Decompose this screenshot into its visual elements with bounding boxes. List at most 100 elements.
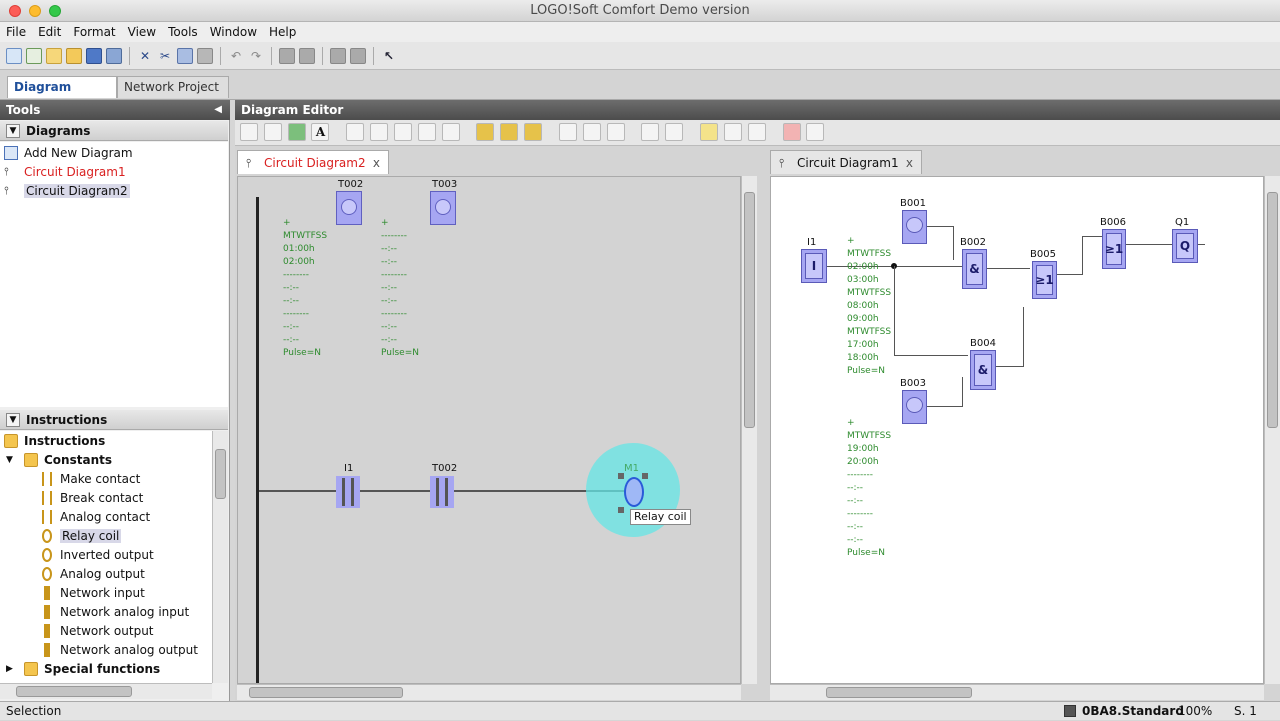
or-block-b005[interactable]: ≥1 [1032, 261, 1057, 299]
chevron-down-icon[interactable]: ▼ [6, 124, 20, 138]
tree-item-make-contact[interactable]: Make contact [40, 470, 140, 489]
menu-view[interactable]: View [127, 25, 157, 39]
tree-item-analog-output[interactable]: Analog output [40, 565, 145, 584]
and-block-b002[interactable]: & [962, 249, 987, 289]
single-view-icon[interactable] [558, 123, 577, 141]
align-center-icon[interactable] [370, 123, 389, 141]
maximize-window-icon[interactable] [49, 5, 61, 17]
split-view-icon[interactable] [582, 123, 601, 141]
left-diagram-vertical-scrollbar[interactable] [741, 176, 757, 684]
open-file-icon[interactable] [66, 47, 82, 64]
menu-help[interactable]: Help [269, 25, 297, 39]
menu-tools[interactable]: Tools [168, 25, 198, 39]
instructions-horizontal-scrollbar[interactable] [0, 683, 212, 699]
upload-icon[interactable] [299, 47, 315, 64]
paste-icon[interactable] [197, 47, 213, 64]
connect-tool-icon[interactable] [263, 123, 282, 141]
delete-icon[interactable]: ✕ [139, 48, 151, 63]
tree-item-relay-coil[interactable]: Relay coil [40, 527, 122, 546]
chevron-down-icon[interactable]: ▼ [6, 413, 20, 427]
redo-icon[interactable]: ↷ [250, 48, 262, 63]
make-contact-t002[interactable] [430, 476, 454, 508]
diagram-item-circuit-diagram2[interactable]: ⫯ Circuit Diagram2 [4, 182, 130, 201]
scroll-thumb[interactable] [1267, 192, 1278, 428]
collapse-panel-icon[interactable]: ◀ [214, 104, 222, 115]
and-block-b004[interactable]: & [970, 350, 996, 390]
make-contact-i1[interactable] [336, 476, 360, 508]
scroll-thumb[interactable] [249, 687, 403, 698]
tree-instructions-root[interactable]: Instructions [4, 432, 105, 451]
tree-special-functions[interactable]: ▶ Special functions [4, 660, 160, 679]
align-top-icon[interactable] [393, 123, 412, 141]
gf-block-icon[interactable] [500, 123, 519, 141]
timer-block-b003[interactable] [902, 390, 927, 424]
help-pointer-icon[interactable]: ↖ [383, 48, 395, 63]
tree-item-analog-contact[interactable]: Analog contact [40, 508, 150, 527]
timer-block-t003[interactable] [430, 191, 456, 225]
scroll-thumb[interactable] [744, 192, 755, 428]
minimize-window-icon[interactable] [29, 5, 41, 17]
scroll-thumb[interactable] [826, 687, 972, 698]
highlight-icon[interactable] [700, 123, 719, 141]
left-diagram-horizontal-scrollbar[interactable] [237, 684, 741, 700]
align-left-icon[interactable] [346, 123, 365, 141]
add-new-diagram-item[interactable]: Add New Diagram [4, 144, 133, 163]
reconnect-icon[interactable] [806, 123, 825, 141]
tab-circuit-diagram1[interactable]: ⫯ Circuit Diagram1 x [770, 150, 922, 174]
save-icon[interactable] [86, 47, 102, 64]
menu-window[interactable]: Window [209, 25, 258, 39]
align-bottom-icon[interactable] [441, 123, 460, 141]
selection-handle[interactable] [642, 473, 648, 479]
cut-icon[interactable]: ✂ [159, 48, 171, 63]
tree-item-break-contact[interactable]: Break contact [40, 489, 143, 508]
close-tab-icon[interactable]: x [905, 156, 913, 170]
align-middle-icon[interactable] [417, 123, 436, 141]
timer-block-b001[interactable] [902, 210, 927, 244]
co-block-icon[interactable] [476, 123, 495, 141]
right-diagram-vertical-scrollbar[interactable] [1264, 176, 1280, 684]
close-window-icon[interactable] [9, 5, 21, 17]
selection-handle[interactable] [618, 507, 624, 513]
new-menu-icon[interactable] [26, 47, 42, 64]
instructions-vertical-scrollbar[interactable] [212, 431, 228, 683]
tree-item-inverted-output[interactable]: Inverted output [40, 546, 154, 565]
timer-block-t002[interactable] [336, 191, 362, 225]
right-diagram-horizontal-scrollbar[interactable] [770, 684, 1264, 700]
diagram-item-circuit-diagram1[interactable]: ⫯ Circuit Diagram1 [4, 163, 126, 182]
new-file-icon[interactable] [6, 47, 22, 64]
scroll-thumb[interactable] [215, 449, 226, 499]
circuit-diagram2-canvas[interactable]: T002 T003 + MTWTFSS 01:00h 02:00h ------… [237, 176, 741, 684]
relay-coil-m1[interactable] [624, 477, 644, 507]
text-tool-icon[interactable]: A [311, 123, 330, 141]
menu-edit[interactable]: Edit [38, 25, 62, 39]
tab-circuit-diagram2[interactable]: ⫯ Circuit Diagram2 x [237, 150, 389, 174]
constants-tool-icon[interactable] [287, 123, 306, 141]
cut-connection-icon[interactable] [782, 123, 801, 141]
select-tool-icon[interactable] [240, 123, 258, 141]
tree-item-network-analog-input[interactable]: Network analog input [40, 603, 189, 622]
tree-item-network-input[interactable]: Network input [40, 584, 145, 603]
or-block-b006[interactable]: ≥1 [1102, 229, 1126, 269]
instructions-section-header[interactable]: ▼ Instructions [0, 410, 228, 430]
tree-item-network-output[interactable]: Network output [40, 622, 154, 641]
zoom-in-icon[interactable] [641, 123, 660, 141]
chevron-right-icon[interactable]: ▶ [6, 664, 13, 674]
tab-network-project[interactable]: Network Project [117, 76, 229, 98]
sf-block-icon[interactable] [524, 123, 543, 141]
selection-handle[interactable] [618, 473, 624, 479]
online-test-icon[interactable] [330, 47, 346, 64]
chevron-down-icon[interactable]: ▼ [6, 455, 13, 465]
triple-view-icon[interactable] [606, 123, 625, 141]
zoom-out-icon[interactable] [665, 123, 684, 141]
simulation-icon[interactable] [350, 47, 366, 64]
undo-icon[interactable]: ↶ [230, 48, 242, 63]
copy-icon[interactable] [177, 47, 193, 64]
scroll-thumb[interactable] [16, 686, 132, 697]
close-tab-icon[interactable]: x [372, 156, 380, 170]
menu-format[interactable]: Format [73, 25, 116, 39]
tree-item-network-analog-output[interactable]: Network analog output [40, 641, 198, 660]
block-list-icon[interactable] [747, 123, 766, 141]
output-block-q1[interactable]: Q [1172, 229, 1198, 263]
print-icon[interactable] [106, 47, 122, 64]
properties-icon[interactable] [723, 123, 742, 141]
